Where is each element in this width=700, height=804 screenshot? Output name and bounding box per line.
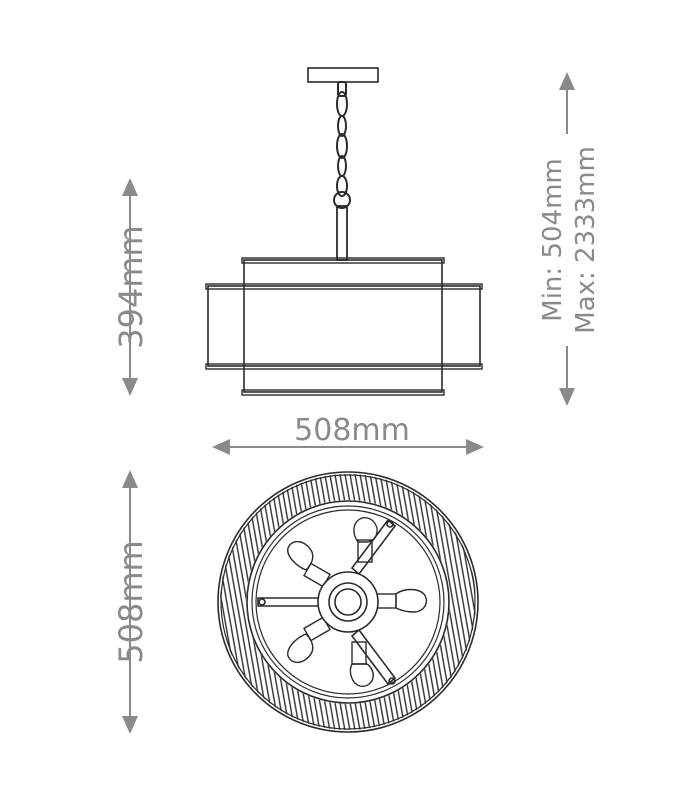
pendant-top-view	[217, 471, 479, 733]
outer-shade	[205, 283, 483, 370]
bulb-upper-left	[287, 541, 331, 588]
diameter-dimension: 508mm	[112, 470, 150, 734]
woven-outer-ring	[220, 474, 476, 730]
ceiling-canopy	[307, 67, 379, 83]
overall-max-label: Max: 2333mm	[571, 146, 601, 334]
hook-ring	[333, 191, 351, 209]
bulb-bottom	[349, 641, 374, 687]
shade-height-dimension: 394mm	[112, 178, 150, 396]
suspension-chain	[336, 81, 348, 197]
inner-shade	[241, 257, 445, 396]
inner-frame-ring	[255, 509, 441, 695]
diameter-label: 508mm	[112, 540, 150, 663]
pendant-side-view	[205, 67, 483, 396]
bulb-top	[353, 517, 378, 563]
shade-width-dimension: 508mm	[212, 413, 484, 455]
down-rod	[336, 205, 348, 261]
bulb-lower-left	[287, 616, 331, 663]
overall-min-label: Min: 504mm	[538, 158, 568, 321]
shade-height-label: 394mm	[112, 225, 150, 348]
shade-width-label: 508mm	[294, 413, 410, 448]
overall-height-dimension: Min: 504mm Max: 2333mm	[538, 72, 601, 406]
center-hub	[317, 571, 379, 633]
bulb-right	[371, 588, 428, 613]
